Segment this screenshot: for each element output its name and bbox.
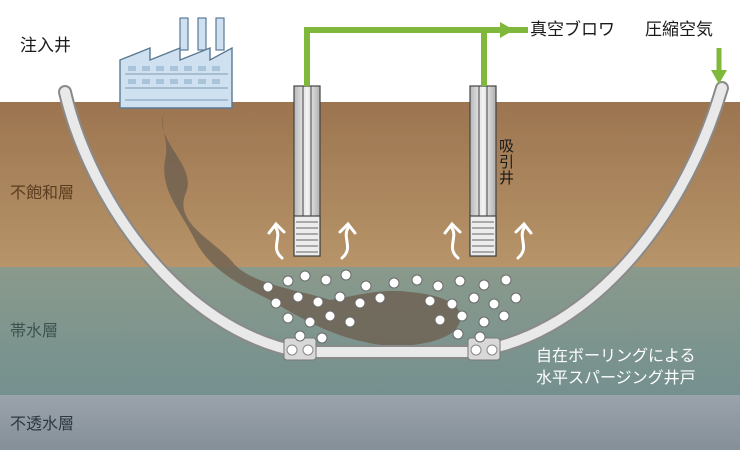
unsaturated-zone-label: 不飽和層 bbox=[10, 183, 75, 202]
impermeable-layer-label: 不透水層 bbox=[10, 414, 75, 433]
horizontal-well-label-line1: 自在ボーリングによる bbox=[536, 346, 696, 365]
impermeable-layer bbox=[0, 395, 740, 450]
injection-well-label: 注入井 bbox=[20, 36, 71, 56]
factory-icon bbox=[119, 17, 233, 109]
suction-well-label: 吸引井 bbox=[497, 138, 515, 186]
aquifer-label: 帯水層 bbox=[10, 321, 59, 340]
suction-well-left bbox=[293, 85, 321, 257]
well-coupling-right bbox=[467, 337, 501, 361]
curved-arrow-icon bbox=[267, 221, 533, 260]
suction-well-right bbox=[469, 85, 497, 257]
vacuum-blower-label: 真空ブロワ bbox=[530, 20, 615, 40]
vacuum-arrow-icon bbox=[500, 22, 514, 38]
vacuum-pipe bbox=[304, 27, 528, 86]
contaminant-plume bbox=[162, 110, 461, 346]
horizontal-well-label-line2: 水平スパージング井戸 bbox=[536, 368, 696, 387]
compressed-air-label: 圧縮空気 bbox=[645, 20, 713, 40]
bubble-icon bbox=[262, 269, 522, 344]
unsaturated-zone-layer bbox=[0, 102, 740, 267]
well-coupling-left bbox=[283, 337, 317, 361]
